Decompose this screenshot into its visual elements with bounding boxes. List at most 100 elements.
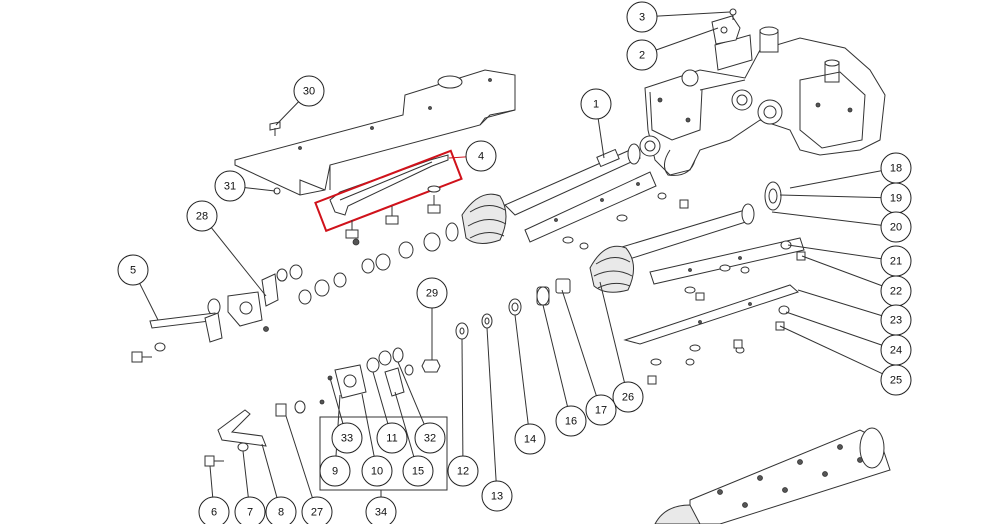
callout-circle-9 bbox=[319, 455, 351, 487]
callout-circle-14 bbox=[514, 423, 546, 455]
leader-line-3 bbox=[656, 11, 731, 17]
callout-circle-29 bbox=[416, 277, 448, 309]
callout-label-5: 5 bbox=[130, 265, 136, 277]
callout-10: 10 bbox=[361, 455, 393, 487]
callout-circle-11 bbox=[376, 422, 408, 454]
bolts-upper bbox=[345, 185, 441, 239]
leader-line-18 bbox=[789, 170, 882, 189]
callout-label-33: 33 bbox=[341, 433, 353, 445]
bottom-auger bbox=[654, 427, 891, 524]
callout-4: 4 bbox=[465, 140, 497, 172]
callout-31: 31 bbox=[214, 170, 246, 202]
callout-label-28: 28 bbox=[196, 211, 208, 223]
callout-label-17: 17 bbox=[595, 405, 607, 417]
callout-21: 21 bbox=[880, 245, 912, 277]
callout-label-25: 25 bbox=[890, 375, 902, 387]
callout-circle-34 bbox=[365, 496, 397, 524]
callout-26: 26 bbox=[612, 381, 644, 413]
callout-label-21: 21 bbox=[890, 256, 902, 268]
callout-circle-20 bbox=[880, 211, 912, 243]
callout-label-27: 27 bbox=[311, 507, 323, 519]
callout-circle-32 bbox=[414, 422, 446, 454]
leader-line-23 bbox=[797, 289, 882, 317]
callout-label-3: 3 bbox=[639, 12, 645, 24]
callout-23: 23 bbox=[880, 304, 912, 336]
highlight-box bbox=[314, 149, 463, 233]
shaft-1 bbox=[352, 143, 689, 274]
callout-2: 2 bbox=[626, 39, 658, 71]
callout-label-4: 4 bbox=[478, 151, 484, 163]
callout-label-16: 16 bbox=[565, 416, 577, 428]
callout-label-24: 24 bbox=[890, 345, 902, 357]
leader-line-27 bbox=[285, 415, 313, 498]
callout-20: 20 bbox=[880, 211, 912, 243]
leader-line-26 bbox=[599, 281, 625, 383]
callout-label-1: 1 bbox=[593, 99, 599, 111]
callout-circle-1 bbox=[580, 88, 612, 120]
callout-14: 14 bbox=[514, 423, 546, 455]
leader-line-16 bbox=[542, 304, 568, 407]
leader-line-11 bbox=[372, 371, 389, 424]
leader-line-13 bbox=[486, 327, 497, 482]
shaft-20 bbox=[589, 181, 806, 301]
callout-circle-10 bbox=[361, 455, 393, 487]
lower-left-bracket bbox=[204, 409, 267, 467]
callout-circle-6 bbox=[198, 496, 230, 524]
callout-label-7: 7 bbox=[247, 507, 253, 519]
callout-32: 32 bbox=[414, 422, 446, 454]
leader-line-19 bbox=[779, 194, 882, 199]
leader-line-15 bbox=[394, 391, 415, 457]
callout-label-32: 32 bbox=[424, 433, 436, 445]
callout-12: 12 bbox=[447, 455, 479, 487]
callout-circle-25 bbox=[880, 364, 912, 396]
leader-line-6 bbox=[209, 465, 214, 498]
leader-line-21 bbox=[787, 244, 882, 260]
callout-label-12: 12 bbox=[457, 466, 469, 478]
left-bearing-group bbox=[131, 264, 347, 363]
callout-label-30: 30 bbox=[303, 86, 315, 98]
callout-18: 18 bbox=[880, 152, 912, 184]
leader-line-33 bbox=[329, 377, 344, 424]
callout-label-9: 9 bbox=[332, 466, 338, 478]
callout-1: 1 bbox=[580, 88, 612, 120]
leader-line-1 bbox=[597, 118, 605, 159]
leader-line-31 bbox=[244, 187, 276, 192]
callout-label-14: 14 bbox=[524, 434, 536, 446]
leader-line-30 bbox=[275, 101, 299, 126]
callout-19: 19 bbox=[880, 182, 912, 214]
leader-line-4 bbox=[448, 156, 467, 159]
callout-circle-5 bbox=[117, 254, 149, 286]
callout-label-34: 34 bbox=[375, 507, 387, 519]
callout-label-20: 20 bbox=[890, 222, 902, 234]
callout-label-19: 19 bbox=[890, 193, 902, 205]
callout-label-6: 6 bbox=[211, 507, 217, 519]
callout-33: 33 bbox=[331, 422, 363, 454]
leader-line-8 bbox=[261, 443, 278, 498]
callout-7: 7 bbox=[234, 496, 266, 524]
callout-9: 9 bbox=[319, 455, 351, 487]
leader-line-5 bbox=[139, 283, 159, 321]
callout-label-31: 31 bbox=[224, 181, 236, 193]
leader-line-25 bbox=[779, 325, 883, 375]
callout-circle-33 bbox=[331, 422, 363, 454]
leader-line-28 bbox=[210, 227, 267, 297]
callout-circle-17 bbox=[585, 394, 617, 426]
callout-circle-7 bbox=[234, 496, 266, 524]
gearbox-assembly bbox=[639, 8, 886, 176]
callout-circle-15 bbox=[402, 455, 434, 487]
callout-circle-4 bbox=[465, 140, 497, 172]
callout-label-29: 29 bbox=[426, 288, 438, 300]
callout-circle-13 bbox=[481, 480, 513, 512]
callout-label-2: 2 bbox=[639, 50, 645, 62]
callout-11: 11 bbox=[376, 422, 408, 454]
callout-8: 8 bbox=[265, 496, 297, 524]
callout-label-11: 11 bbox=[386, 433, 397, 445]
callout-label-8: 8 bbox=[278, 507, 284, 519]
callout-25: 25 bbox=[880, 364, 912, 396]
callout-label-22: 22 bbox=[890, 286, 902, 298]
callout-29: 29 bbox=[416, 277, 448, 309]
callout-label-23: 23 bbox=[890, 315, 902, 327]
callout-5: 5 bbox=[117, 254, 149, 286]
callout-label-15: 15 bbox=[412, 466, 424, 478]
